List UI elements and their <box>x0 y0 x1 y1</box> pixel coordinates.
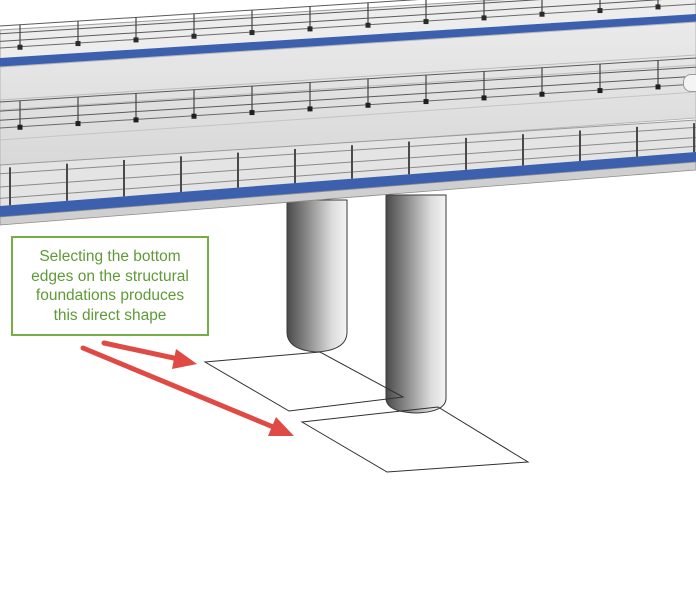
direct-shape-foundations[interactable] <box>203 351 530 473</box>
arrow-upper-head <box>172 349 197 369</box>
column-left <box>286 199 348 353</box>
callout-text: Selecting the bottom edges on the struct… <box>31 248 189 324</box>
annotation-callout: Selecting the bottom edges on the struct… <box>11 236 209 336</box>
navigation-control-icon[interactable] <box>683 74 696 92</box>
callout-arrows <box>80 340 294 436</box>
bridge-deck <box>0 0 696 226</box>
foundation-shape-left <box>203 351 405 412</box>
foundation-shape-right <box>300 406 530 473</box>
arrow-lower-shaft <box>80 345 281 432</box>
arrow-upper-shaft <box>101 340 186 363</box>
railing-median <box>0 57 696 130</box>
railing-front <box>0 123 696 206</box>
pier-columns <box>286 194 447 414</box>
arrow-lower-head <box>268 417 294 436</box>
column-right <box>385 194 447 414</box>
railing-back <box>0 0 696 50</box>
